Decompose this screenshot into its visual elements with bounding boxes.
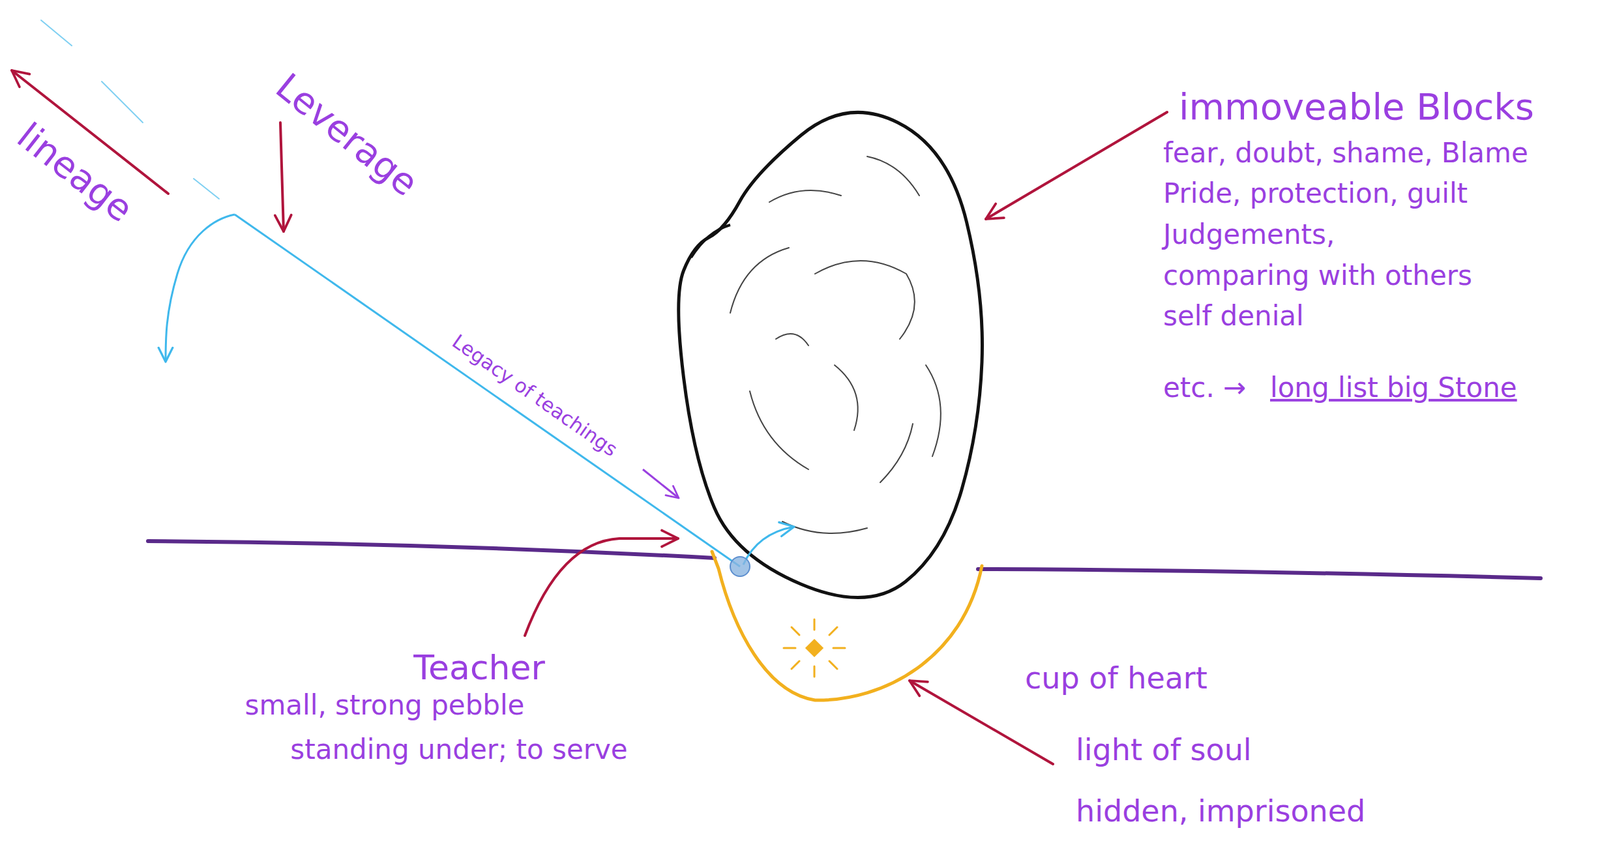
callout-label: cup of heart (1024, 661, 1208, 696)
light-ray (829, 661, 838, 669)
texture-stroke (730, 247, 789, 313)
stone-texture (730, 156, 941, 534)
ground-line (977, 569, 1541, 579)
callout-label: hidden, imprisoned (1075, 794, 1366, 829)
trace-dash (41, 20, 72, 46)
rotated-label: Legacy of teachings (447, 330, 622, 462)
lever-arrow (743, 526, 795, 565)
trace-dash (193, 178, 220, 199)
texture-stroke (782, 521, 868, 534)
light-ray (791, 627, 800, 636)
callout-label: long list big Stone (1270, 372, 1518, 404)
callout-label: small, strong pebble (245, 689, 525, 722)
texture-stroke (814, 260, 915, 340)
callout-label: standing under; to serve (290, 734, 628, 766)
ground-line (148, 541, 715, 559)
texture-stroke (925, 365, 941, 457)
texture-stroke (749, 391, 809, 470)
legacy-pointer (642, 469, 679, 499)
callout-label: Teacher (413, 648, 546, 688)
callout-label: etc. → (1163, 372, 1246, 404)
light-ray (783, 647, 796, 650)
light-ray (813, 666, 816, 677)
light-ray (791, 661, 800, 669)
blocks-arrow (985, 112, 1168, 220)
light-ray (813, 619, 816, 630)
light-ray (829, 627, 838, 636)
callout-label: Judgements, (1163, 219, 1335, 251)
big-stone (678, 112, 983, 598)
texture-stroke (834, 365, 859, 431)
callout-label: immoveable Blocks (1178, 86, 1535, 128)
teacher-arrow (524, 538, 679, 636)
callout-label: light of soul (1075, 732, 1252, 768)
lineage-curl (165, 214, 235, 362)
callout-label: fear, doubt, shame, Blame (1163, 137, 1529, 169)
leverage-arrow (280, 122, 284, 232)
soul-light (783, 619, 845, 677)
teacher-pebble (730, 556, 750, 577)
texture-stroke (769, 190, 842, 203)
light-ray (833, 647, 845, 650)
trace-dash (101, 81, 143, 123)
texture-stroke (867, 156, 920, 196)
texture-stroke (775, 333, 809, 346)
rotated-label: lineage (9, 114, 141, 231)
callout-label: comparing with others (1163, 260, 1473, 292)
rotated-label: Leverage (267, 65, 426, 205)
legacy-line (234, 214, 741, 567)
stone-edge (691, 224, 731, 258)
soul-spark (806, 640, 823, 656)
callout-label: Pride, protection, guilt (1163, 177, 1468, 210)
callout-label: self denial (1163, 300, 1304, 332)
texture-stroke (880, 423, 913, 483)
